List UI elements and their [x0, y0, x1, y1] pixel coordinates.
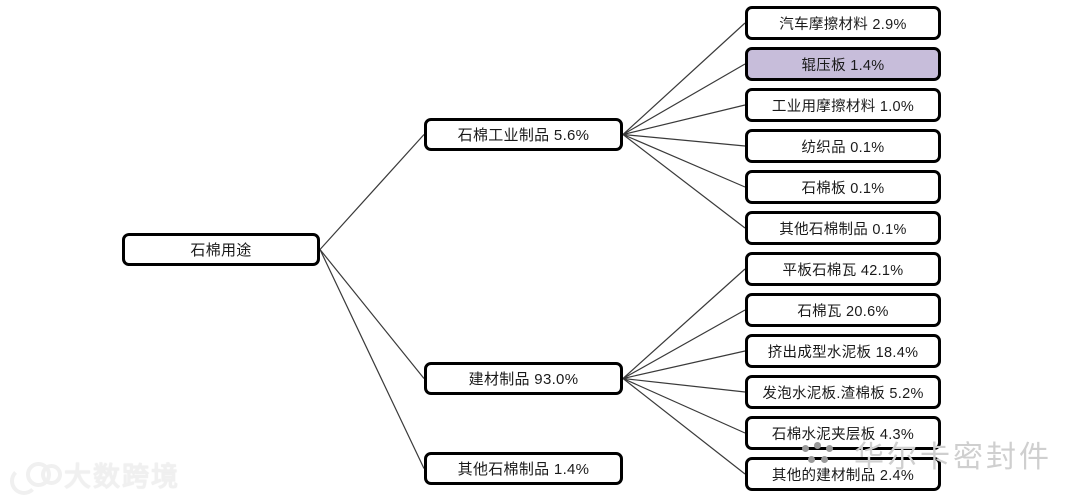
connector-line [622, 268, 746, 379]
connector-line [622, 377, 746, 434]
node-label: 汽车摩擦材料 2.9% [779, 16, 907, 33]
node-label: 其他石棉制品 0.1% [779, 221, 907, 238]
node-label: 建材制品 93.0% [468, 371, 579, 388]
connector-line [319, 134, 425, 250]
node-leaf-1-5[interactable]: 其他的建材制品 2.4% [745, 457, 941, 491]
node-branch-2[interactable]: 其他石棉制品 1.4% [424, 452, 623, 485]
node-label: 石棉板 0.1% [801, 180, 885, 197]
connector-line [622, 350, 746, 380]
connector-line [319, 249, 425, 379]
node-branch-1[interactable]: 建材制品 93.0% [424, 362, 623, 395]
connector-line [622, 22, 746, 135]
node-label: 石棉用途 [190, 242, 252, 259]
connector-line [622, 104, 746, 136]
connector-line [622, 378, 746, 475]
node-label: 其他石棉制品 1.4% [457, 461, 590, 478]
node-leaf-0-0[interactable]: 汽车摩擦材料 2.9% [745, 6, 941, 40]
node-label: 纺织品 0.1% [801, 139, 885, 156]
node-leaf-0-5[interactable]: 其他石棉制品 0.1% [745, 211, 941, 245]
node-leaf-1-2[interactable]: 挤出成型水泥板 18.4% [745, 334, 941, 368]
node-leaf-1-3[interactable]: 发泡水泥板.渣棉板 5.2% [745, 375, 941, 409]
connector-line [622, 377, 746, 393]
node-leaf-1-4[interactable]: 石棉水泥夹层板 4.3% [745, 416, 941, 450]
node-label: 石棉瓦 20.6% [797, 303, 889, 320]
node-label: 平板石棉瓦 42.1% [782, 262, 904, 279]
node-label: 工业用摩擦材料 1.0% [771, 98, 915, 115]
node-leaf-0-4[interactable]: 石棉板 0.1% [745, 170, 941, 204]
connector-line [319, 249, 425, 469]
connector-line [622, 133, 746, 147]
node-leaf-1-1[interactable]: 石棉瓦 20.6% [745, 293, 941, 327]
node-label: 发泡水泥板.渣棉板 5.2% [762, 385, 924, 402]
connector-line [622, 134, 746, 229]
node-leaf-0-2[interactable]: 工业用摩擦材料 1.0% [745, 88, 941, 122]
node-label: 其他的建材制品 2.4% [771, 467, 915, 484]
node-branch-0[interactable]: 石棉工业制品 5.6% [424, 118, 623, 151]
node-leaf-1-0[interactable]: 平板石棉瓦 42.1% [745, 252, 941, 286]
connector-line [622, 63, 746, 136]
connector-line [622, 133, 746, 188]
node-label: 辊压板 1.4% [801, 57, 885, 74]
node-leaf-0-3[interactable]: 纺织品 0.1% [745, 129, 941, 163]
connector-line [622, 309, 746, 380]
node-label: 石棉水泥夹层板 4.3% [771, 426, 915, 443]
node-label: 挤出成型水泥板 18.4% [767, 344, 919, 361]
node-leaf-0-1[interactable]: 辊压板 1.4% [745, 47, 941, 81]
node-label: 石棉工业制品 5.6% [457, 127, 590, 144]
node-root[interactable]: 石棉用途 [122, 233, 320, 266]
